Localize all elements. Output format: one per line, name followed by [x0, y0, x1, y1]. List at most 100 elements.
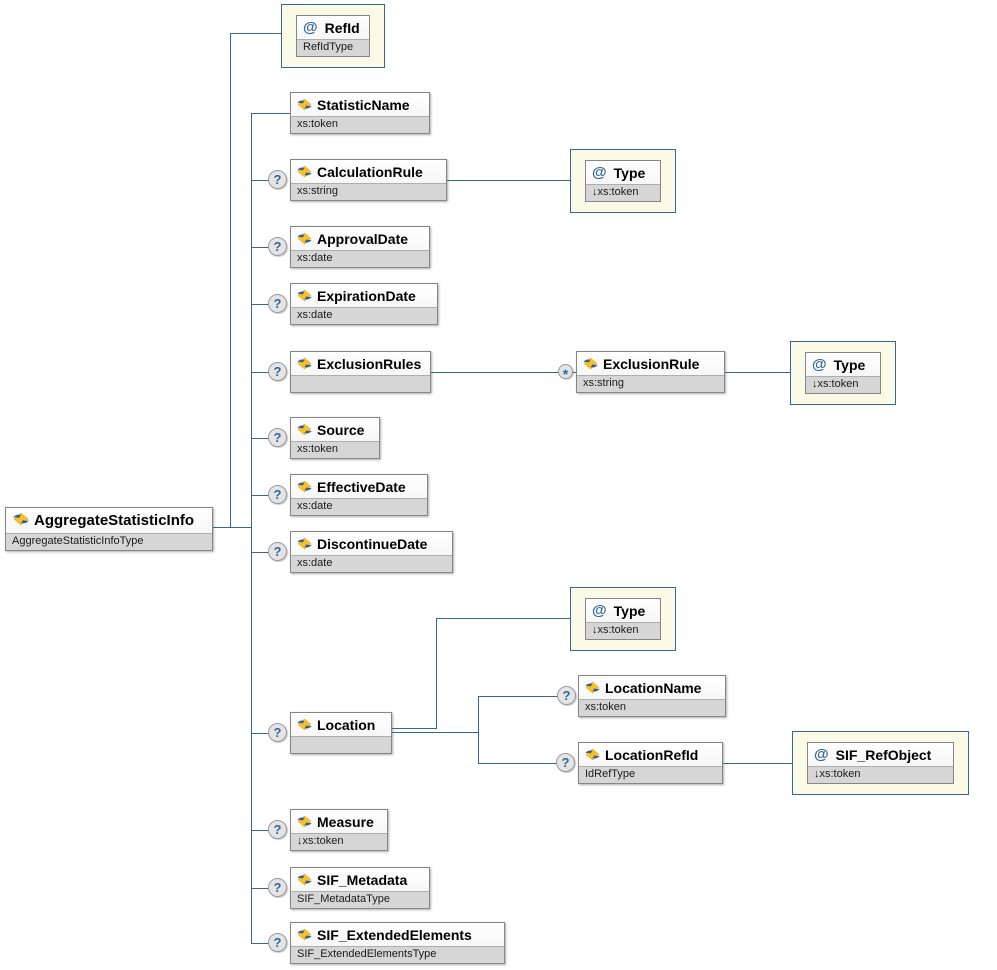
optional-indicator: ?: [268, 723, 287, 742]
optional-indicator: ?: [268, 542, 287, 561]
connector-line: [251, 113, 252, 944]
connector-line: [251, 830, 278, 831]
node-title: ExclusionRules: [317, 356, 422, 372]
node-title: LocationName: [605, 680, 702, 696]
node-type: xs:date: [291, 555, 452, 572]
node-title: SIF_ExtendedElements: [317, 927, 472, 943]
connector-line: [213, 527, 252, 528]
connector-line: [725, 372, 790, 373]
element-icon: [13, 512, 29, 529]
node-exclusionrules[interactable]: ExclusionRules: [290, 351, 432, 393]
node-type: xs:date: [291, 250, 429, 267]
node-exclusionrule[interactable]: ExclusionRule xs:string: [576, 351, 725, 393]
node-calculationrule[interactable]: CalculationRule xs:string: [290, 159, 447, 201]
optional-indicator: ?: [268, 933, 287, 952]
node-approvaldate[interactable]: ApprovalDate xs:date: [290, 226, 430, 268]
attr-node-exclusionrule-type[interactable]: @ Type ↓xs:token: [790, 341, 896, 405]
optional-indicator: ?: [268, 428, 287, 447]
attr-node-refid[interactable]: @ RefId RefIdType: [281, 4, 385, 68]
connector-line: [251, 943, 278, 944]
node-title: RefId: [324, 20, 360, 36]
element-icon: [297, 927, 312, 943]
node-aggregatestatisticinfo[interactable]: AggregateStatisticInfo AggregateStatisti…: [5, 507, 213, 551]
element-icon: [297, 164, 312, 180]
node-type: ↓xs:token: [291, 833, 387, 850]
optional-indicator: ?: [268, 170, 287, 189]
node-type: [291, 375, 431, 392]
connector-line: [478, 696, 479, 764]
connector-line: [436, 618, 570, 619]
node-title: Type: [613, 603, 646, 619]
node-title: ExclusionRule: [603, 356, 700, 372]
optional-indicator: ?: [557, 686, 576, 705]
node-title: Source: [317, 422, 365, 438]
optional-indicator: ?: [556, 753, 575, 772]
connector-line: [251, 180, 278, 181]
connector-line: [251, 247, 278, 248]
optional-indicator: ?: [268, 878, 287, 897]
connector-line: [392, 728, 436, 729]
connector-line: [251, 372, 278, 373]
element-icon: [297, 288, 312, 304]
attr-node-sif-refobject[interactable]: @ SIF_RefObject ↓xs:token: [792, 731, 969, 795]
attr-node-calculationrule-type[interactable]: @ Type ↓xs:token: [570, 149, 676, 213]
attribute-icon: @: [814, 746, 829, 763]
element-icon: [297, 231, 312, 247]
node-type: xs:date: [291, 307, 437, 324]
element-icon: [297, 717, 312, 733]
node-title: StatisticName: [317, 97, 410, 113]
node-effectivedate[interactable]: EffectiveDate xs:date: [290, 474, 428, 516]
node-title: ApprovalDate: [317, 231, 409, 247]
node-type: SIF_MetadataType: [291, 891, 429, 908]
attribute-icon: @: [812, 356, 827, 373]
element-icon: [297, 479, 312, 495]
attribute-icon: @: [592, 164, 607, 181]
connector-line: [230, 33, 231, 528]
connector-line: [478, 763, 565, 764]
node-type: ↓xs:token: [586, 184, 660, 201]
node-type: xs:string: [577, 375, 724, 392]
node-statisticname[interactable]: StatisticName xs:token: [290, 92, 430, 134]
node-locationname[interactable]: LocationName xs:token: [578, 675, 726, 717]
connector-line: [436, 618, 437, 729]
connector-line: [251, 304, 278, 305]
node-measure[interactable]: Measure ↓xs:token: [290, 809, 388, 851]
connector-line: [251, 113, 291, 114]
node-title: Location: [317, 717, 376, 733]
node-sif-metadata[interactable]: SIF_Metadata SIF_MetadataType: [290, 867, 430, 909]
optional-indicator: ?: [268, 362, 287, 381]
node-title: DiscontinueDate: [317, 536, 428, 552]
optional-indicator: ?: [268, 485, 287, 504]
node-title: ExpirationDate: [317, 288, 416, 304]
element-icon: [583, 356, 598, 372]
attr-node-location-type[interactable]: @ Type ↓xs:token: [570, 587, 676, 651]
node-locationrefid[interactable]: LocationRefId IdRefType: [578, 742, 723, 784]
element-icon: [297, 872, 312, 888]
connector-line: [251, 733, 278, 734]
node-title: EffectiveDate: [317, 479, 406, 495]
attribute-icon: @: [592, 602, 607, 619]
connector-line: [392, 732, 478, 733]
element-icon: [585, 680, 600, 696]
node-type: ↓xs:token: [806, 376, 880, 393]
node-title: Type: [613, 165, 646, 181]
node-type: xs:token: [291, 441, 379, 458]
element-icon: [297, 536, 312, 552]
node-discontinuedate[interactable]: DiscontinueDate xs:date: [290, 531, 453, 573]
optional-indicator: ?: [268, 820, 287, 839]
repeat-indicator: *: [558, 364, 573, 382]
node-type: [291, 736, 391, 753]
connector-line: [251, 552, 278, 553]
node-sif-extendedelements[interactable]: SIF_ExtendedElements SIF_ExtendedElement…: [290, 922, 505, 964]
node-location[interactable]: Location: [290, 712, 392, 754]
node-title: Type: [833, 357, 866, 373]
node-type: xs:date: [291, 498, 427, 515]
connector-line: [723, 763, 792, 764]
node-source[interactable]: Source xs:token: [290, 417, 380, 459]
connector-line: [251, 888, 278, 889]
element-icon: [585, 747, 600, 763]
node-type: ↓xs:token: [586, 622, 660, 639]
node-expirationdate[interactable]: ExpirationDate xs:date: [290, 283, 438, 325]
node-title: Measure: [317, 814, 374, 830]
node-title: CalculationRule: [317, 164, 423, 180]
